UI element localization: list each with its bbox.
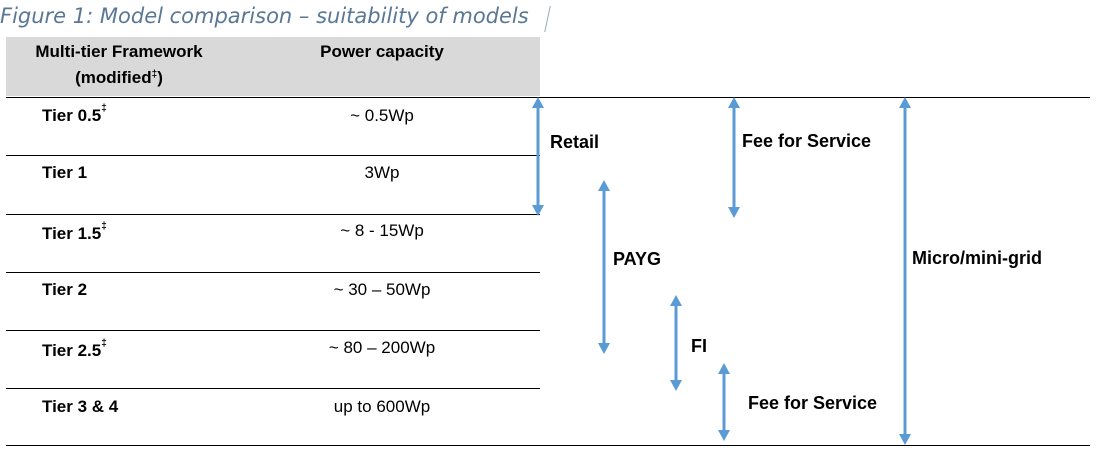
tier-label: Tier 2 [42,280,88,299]
rule-row2 [6,214,540,215]
header-framework: Multi-tier Framework (modified‡) [6,39,232,91]
rule-row1 [6,155,540,156]
tier-label: Tier 1 [42,163,88,182]
model-label-fee-for-service-top: Fee for Service [742,131,872,151]
capacity-value: 3Wp [364,163,400,182]
capacity-value: ~ 80 – 200Wp [328,338,436,357]
model-label-micro-mini-grid: Micro/mini-grid [912,248,1042,268]
figure-caption: Figure 1: Model comparison – suitability… [0,4,529,28]
rule-bottom [6,445,1090,446]
table-header [6,37,540,96]
capacity-value: up to 600Wp [333,397,431,416]
header-framework-close: ) [157,68,163,87]
tier-label: Tier 3 & 4 [42,397,119,416]
tier-label: Tier 1.5‡ [42,221,107,243]
header-framework-line1: Multi-tier Framework [35,42,203,61]
header-dagger: ‡ [151,69,158,80]
rule-row5 [6,388,540,389]
capacity-value: ~ 0.5Wp [350,106,414,125]
arrow-fee-for-service-top [728,97,740,218]
arrow-fee-for-service-bottom [718,363,730,441]
model-label-fi: FI [691,336,707,356]
capacity-value: ~ 8 - 15Wp [340,221,424,240]
rule-top [6,97,1090,98]
header-power-capacity: Power capacity [320,42,444,61]
arrow-micro-mini-grid [899,97,911,445]
model-label-retail: Retail [550,132,600,152]
model-label-fee-for-service-bottom: Fee for Service [748,393,878,413]
header-framework-line2: (modified [75,68,152,87]
tier-label: Tier 2.5‡ [42,338,107,360]
model-label-payg: PAYG [613,249,662,269]
rule-row4 [6,330,540,331]
rule-row3 [6,272,540,273]
capacity-value: ~ 30 – 50Wp [333,280,431,299]
arrow-payg [598,180,610,354]
tier-label: Tier 0.5‡ [42,103,107,125]
arrow-retail [532,97,544,216]
arrow-fi [670,295,682,391]
